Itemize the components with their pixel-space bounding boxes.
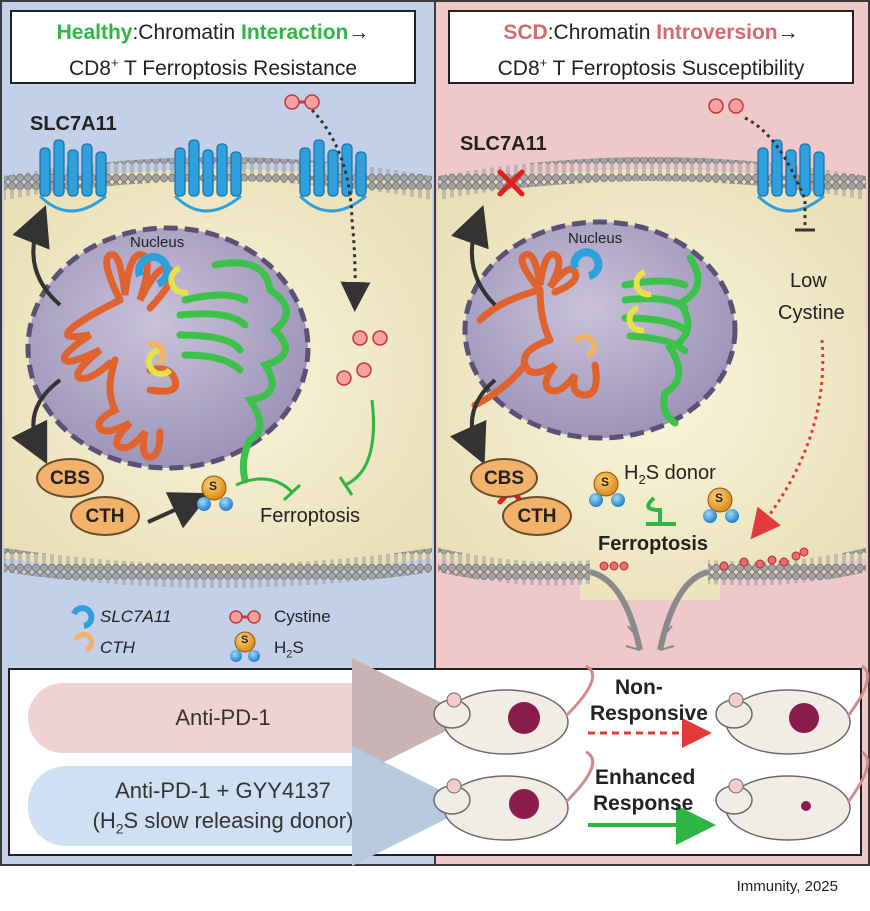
slc7a11-transporter-icon	[756, 139, 825, 213]
low-cystine-label-1: Low	[790, 270, 827, 292]
anti-pd1-gyy-line2-pre: (H	[92, 808, 116, 833]
mouse-with-tumor-icon	[433, 664, 595, 755]
legend-slc7a11-label: SLC7A11	[100, 607, 172, 626]
cth-gene-icon	[572, 333, 597, 359]
h2s-molecule-icon	[197, 471, 739, 523]
legend-h2s-pre: H	[274, 638, 287, 657]
scd-title-mid: :Chromatin	[547, 21, 657, 44]
ferroptosis-label-right: Ferroptosis	[598, 533, 709, 555]
scd-title-word2: Introversion	[656, 21, 778, 44]
title-arrow-icon: →	[777, 21, 799, 44]
healthy-title-box: Healthy:Chromatin Interaction→ CD8+ T Fe…	[10, 10, 416, 84]
h2s-donor-sub: 2	[638, 472, 646, 487]
anti-pd1-gyy-line2-sub: 2	[115, 820, 124, 837]
enhanced-label-1: Enhanced	[595, 766, 696, 789]
chromatin-orange-right	[471, 250, 600, 409]
inhibition-icon	[646, 496, 676, 526]
cbs-enzyme-right: CBS	[470, 458, 538, 498]
legend-h2s-sub: 2	[286, 648, 293, 661]
healthy-title-line2-post: T Ferroptosis Resistance	[118, 57, 358, 80]
non-responsive-label-1: Non-	[615, 676, 663, 699]
nucleus-left	[25, 225, 311, 471]
inhibition-icon	[235, 399, 375, 502]
cystine-import-arrow-icon	[310, 108, 371, 312]
slc7a11-transporter-icon	[38, 139, 367, 213]
cth-enzyme-right: CTH	[502, 496, 572, 536]
chromatin-green-right	[621, 254, 702, 427]
scd-title-line2-post: T Ferroptosis Susceptibility	[547, 57, 805, 80]
legend-cystine-label: Cystine	[274, 607, 331, 626]
h2s-s-letter: S	[241, 634, 249, 646]
citation-credit: Immunity, 2025	[736, 878, 838, 895]
healthy-title-mid: :Chromatin	[132, 21, 242, 44]
healthy-title-word1: Healthy	[56, 21, 133, 44]
scd-title-line2-pre: CD8	[497, 57, 540, 80]
binding-factor-icon	[146, 347, 173, 377]
legend-cth-icon	[73, 631, 95, 653]
scd-title-word1: SCD	[503, 21, 548, 44]
scd-title-line2-sup: +	[539, 55, 548, 70]
cth-gene-icon	[146, 340, 167, 366]
cystine-blocked-arrow-icon	[744, 116, 807, 228]
binding-factor-icon	[633, 269, 652, 298]
legend-h2s-icon	[230, 631, 260, 662]
h2s-donor-label: H2S donor	[624, 462, 716, 487]
cth-enzyme: CTH	[70, 496, 140, 536]
h2s-s-letter: S	[209, 479, 218, 493]
cbs-enzyme: CBS	[36, 458, 104, 498]
lipid-peroxide-icon	[599, 547, 809, 571]
upregulation-arrow-icon	[449, 378, 497, 465]
slc7a11-gene-icon	[135, 252, 171, 288]
cystine-icon	[284, 94, 744, 386]
mouse-with-tumor-icon	[433, 750, 595, 841]
enhanced-label-2: Response	[593, 792, 694, 815]
upregulation-arrow-icon	[451, 204, 497, 307]
binding-factor-icon	[168, 265, 189, 296]
h2s-donor-post: S donor	[645, 462, 716, 484]
blocked-x-icon	[497, 169, 525, 197]
low-cystine-label-2: Cystine	[778, 302, 845, 324]
nucleus-label-right: Nucleus	[568, 230, 623, 247]
anti-pd1-gyy-line2-post: S slow releasing donor)	[123, 808, 354, 833]
non-responsive-label-2: Responsive	[590, 702, 708, 725]
mouse-with-tumor-icon	[715, 664, 870, 755]
slc7a11-label-left: SLC7A11	[30, 113, 117, 135]
legend-cystine-icon	[229, 610, 261, 624]
upregulation-arrow-icon	[11, 378, 62, 465]
upregulation-arrow-icon	[12, 205, 62, 307]
cth-produces-arrow-icon	[147, 492, 211, 529]
mouse-with-small-tumor-icon	[715, 750, 870, 841]
title-arrow-icon: →	[348, 21, 370, 44]
slc7a11-gene-icon	[570, 248, 603, 280]
healthy-title-word2: Interaction	[241, 21, 349, 44]
h2s-s-letter: S	[715, 491, 724, 505]
ferroptosis-label-left: Ferroptosis	[260, 505, 361, 527]
healthy-title-line2-sup: +	[110, 55, 119, 70]
chromatin-green-left	[176, 259, 290, 484]
legend-h2s-label: H2S	[274, 638, 304, 660]
anti-pd1-gyy-line2: (H2S slow releasing donor)	[28, 806, 418, 843]
h2s-s-letter: S	[601, 475, 610, 489]
ferroptosis-promotion-arrow-icon	[750, 339, 825, 540]
slc7a11-label-right: SLC7A11	[460, 133, 547, 155]
anti-pd1-gyy-line1: Anti-PD-1 + GYY4137	[115, 778, 331, 803]
legend-cth-label: CTH	[100, 638, 135, 657]
scd-title-box: SCD:Chromatin Introversion→ CD8+ T Ferro…	[448, 10, 854, 84]
nucleus-label-left: Nucleus	[130, 234, 185, 251]
legend-h2s-post: S	[292, 638, 304, 657]
binding-factor-icon	[626, 305, 645, 334]
legend-slc7a11-icon	[71, 605, 95, 629]
h2s-donor-pre: H	[624, 462, 639, 484]
healthy-title-line2-pre: CD8	[68, 57, 111, 80]
